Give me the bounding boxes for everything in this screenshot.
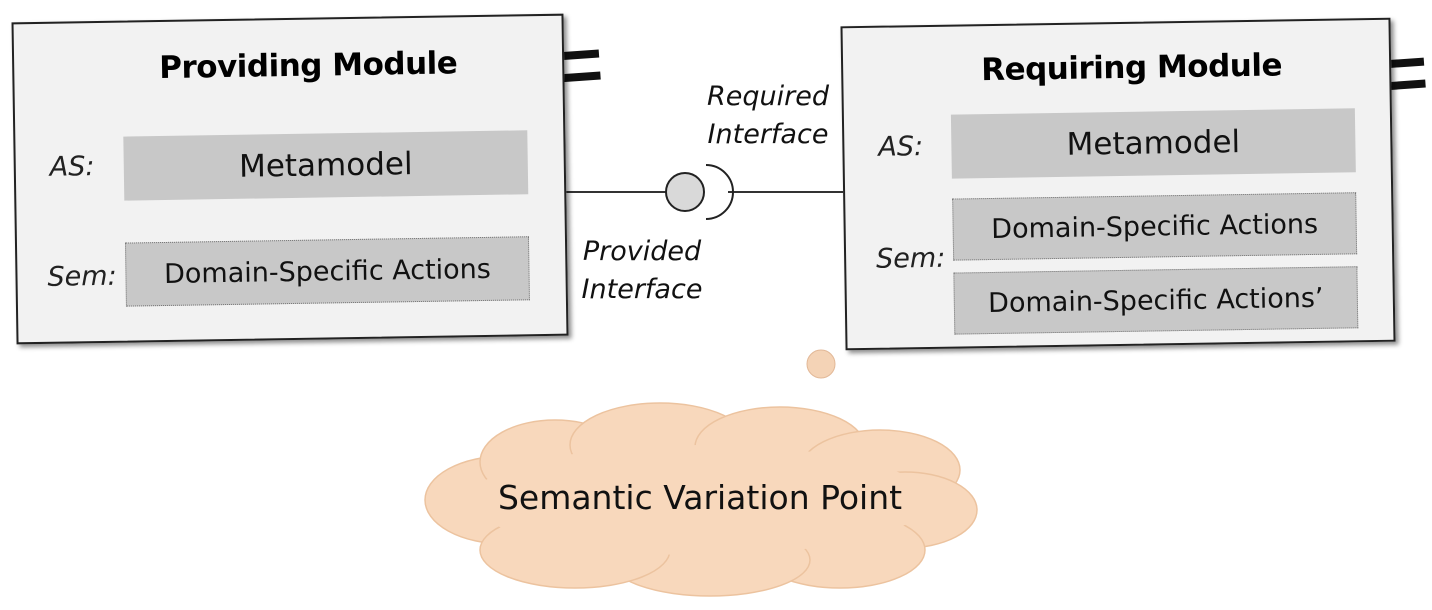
required-interface-label: Required Interface (700, 78, 836, 154)
requiring-metamodel-field: Metamodel (950, 108, 1356, 179)
providing-as-label: AS: (49, 151, 95, 183)
providing-metamodel-field: Metamodel (123, 130, 529, 201)
requiring-sem-label: Sem: (875, 242, 946, 275)
providing-actions-field: Domain-Specific Actions (124, 236, 530, 307)
providing-sem-label: Sem: (47, 260, 117, 293)
requiring-as-label: AS: (878, 131, 924, 163)
provided-interface-line2: Interface (581, 274, 703, 305)
requiring-actions-field: Domain-Specific Actions (952, 192, 1358, 261)
provided-interface-ball (665, 172, 705, 212)
semantic-variation-point-text: Semantic Variation Point (497, 478, 903, 517)
requiring-module-title: Requiring Module (980, 47, 1283, 89)
required-interface-socket (705, 164, 734, 220)
required-interface-line1: Required (707, 81, 829, 112)
semantic-variation-cloud (424, 402, 978, 597)
required-interface-line2: Interface (707, 119, 829, 150)
providing-module-title: Providing Module (158, 45, 458, 87)
requiring-actions-variant-field: Domain-Specific Actions’ (953, 266, 1359, 335)
provided-interface-line1: Provided (582, 236, 702, 267)
providing-module: Providing Module AS: Metamodel Sem: Doma… (11, 13, 569, 345)
provided-interface-label: Provided Interface (574, 233, 710, 309)
requiring-module: Requiring Module AS: Metamodel Sem: Doma… (840, 17, 1396, 351)
thought-bubble-large (806, 349, 836, 379)
